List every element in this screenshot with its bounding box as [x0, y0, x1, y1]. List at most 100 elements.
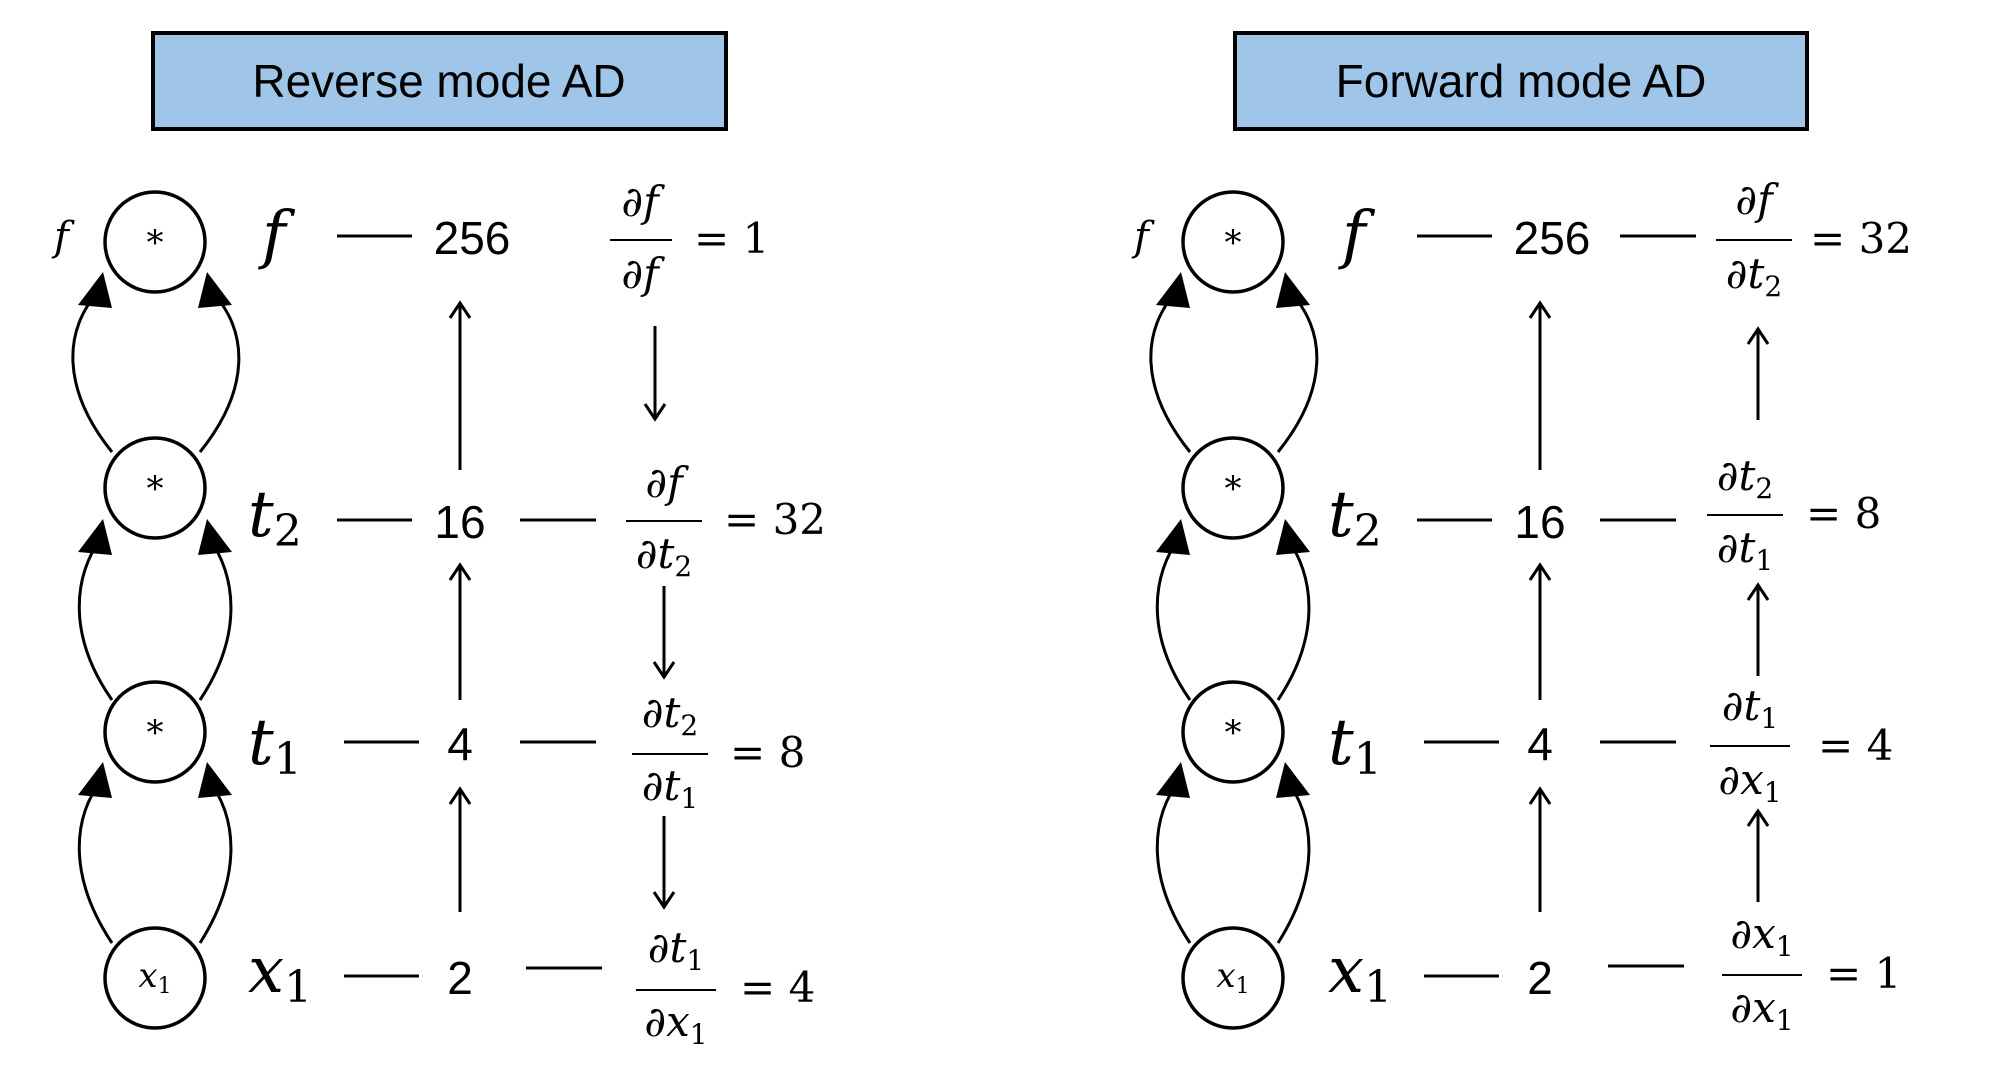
row-value-f: 256: [1514, 212, 1591, 264]
edge-t1-t2-right: [198, 534, 233, 701]
derivative-denominator: ∂t1: [642, 761, 698, 815]
row-value-x1: 2: [1527, 952, 1553, 1004]
forward-derivative-f: ∂f ∂t2 = 32: [1716, 175, 1912, 303]
arrowhead-icon: [198, 762, 232, 798]
derivative-result: = 1: [1826, 949, 1901, 998]
arrow-tip: [1528, 562, 1552, 581]
derivative-result: = 32: [724, 495, 826, 544]
derivative-result: = 4: [740, 963, 815, 1012]
arrowhead-icon: [1276, 519, 1310, 555]
derivative-denominator: ∂x1: [1718, 755, 1781, 809]
graph-node-var: x1: [138, 956, 171, 999]
derivative-numerator: ∂t2: [642, 688, 698, 742]
graph-node-x1: [103, 926, 207, 1030]
row-var-t1: t1: [1328, 706, 1382, 785]
arrowhead-icon: [1156, 762, 1190, 798]
reverse-mode-title-box: [151, 31, 728, 131]
edge-t2-f-left: [1149, 288, 1192, 453]
forward-mode-title: Forward mode AD: [1336, 55, 1707, 107]
graph-node-op: *: [147, 223, 164, 263]
derivative-result: = 8: [1806, 489, 1881, 538]
edge-t1-t2-left: [1155, 534, 1192, 701]
arrowhead-icon: [198, 272, 232, 308]
row-value-f: 256: [434, 212, 511, 264]
graph-output-label: f: [1131, 214, 1155, 260]
arrow-tip: [1528, 786, 1552, 805]
row-var-f: f: [258, 198, 296, 272]
derivative-numerator: ∂t2: [1717, 451, 1773, 505]
edge-t2-f-right: [198, 288, 241, 453]
forward-mode-title-box: [1233, 31, 1809, 131]
arrow-tip: [1746, 808, 1770, 827]
reverse-graph: f * * * x1: [51, 190, 241, 1030]
derivative-result: = 32: [1810, 214, 1912, 263]
graph-node-op: *: [1225, 713, 1242, 753]
derivative-numerator: ∂f: [621, 177, 665, 226]
forward-mode-panel: Forward mode AD f * * * x1 f: [1131, 31, 1912, 1037]
row-value-t1: 4: [447, 718, 473, 770]
reverse-derivative-f: ∂f ∂f = 1: [610, 177, 769, 298]
graph-output-label: f: [51, 214, 75, 260]
arrowhead-icon: [78, 762, 112, 798]
derivative-denominator: ∂f: [621, 249, 665, 298]
derivative-numerator: ∂t1: [1722, 681, 1778, 735]
derivative-numerator: ∂t1: [648, 923, 704, 977]
graph-node-t2: [103, 436, 207, 540]
edge-x1-t1-right: [198, 777, 233, 944]
edge-t2-f-left: [71, 288, 114, 453]
arrowhead-icon: [1276, 272, 1310, 308]
derivative-numerator: ∂f: [645, 458, 689, 507]
arrowhead-icon: [1156, 519, 1190, 555]
row-value-t2: 16: [434, 496, 485, 548]
row-var-f: f: [1338, 198, 1376, 272]
derivative-numerator: ∂f: [1735, 175, 1779, 224]
derivative-result: = 8: [730, 728, 805, 777]
edge-t1-t2-right: [1276, 534, 1311, 701]
arrow-tip: [448, 786, 472, 805]
arrow-tip: [643, 403, 667, 422]
row-var-x1: x1: [248, 934, 312, 1013]
forward-graph: f * * * x1: [1131, 190, 1319, 1030]
graph-node-x1: [1181, 926, 1285, 1030]
edge-x1-t1-left: [77, 777, 114, 944]
reverse-derivative-t1: ∂t2 ∂t1 = 8: [632, 688, 805, 815]
row-value-t1: 4: [1527, 718, 1553, 770]
arrowhead-icon: [198, 519, 232, 555]
reverse-mode-panel: Reverse mode AD f * * *: [51, 31, 826, 1051]
reverse-derivative-x1: ∂t1 ∂x1 = 4: [636, 923, 815, 1051]
graph-node-t1: [1181, 680, 1285, 784]
forward-derivative-t1: ∂t1 ∂x1 = 4: [1710, 681, 1893, 809]
arrowhead-icon: [1276, 762, 1310, 798]
arrow-tip: [1746, 582, 1770, 601]
arrow-tip: [448, 300, 472, 319]
reverse-mode-title: Reverse mode AD: [252, 55, 625, 107]
graph-node-f: [103, 190, 207, 294]
edge-t2-f-right: [1276, 288, 1319, 453]
arrow-tip: [652, 891, 676, 910]
graph-node-op: *: [1225, 469, 1242, 509]
arrowhead-icon: [78, 272, 112, 308]
reverse-derivative-t2: ∂f ∂t2 = 32: [626, 458, 826, 583]
graph-node-t1: [103, 680, 207, 784]
arrowhead-icon: [78, 519, 112, 555]
edge-t1-t2-left: [77, 534, 114, 701]
arrowhead-icon: [1156, 272, 1190, 308]
arrow-tip: [652, 661, 676, 680]
row-var-x1: x1: [1328, 934, 1392, 1013]
derivative-denominator: ∂t1: [1717, 523, 1773, 577]
edge-x1-t1-left: [1155, 777, 1192, 944]
row-var-t2: t2: [248, 478, 302, 557]
graph-node-f: [1181, 190, 1285, 294]
arrow-tip: [1528, 300, 1552, 319]
graph-node-op: *: [147, 469, 164, 509]
graph-node-op: *: [147, 713, 164, 753]
derivative-denominator: ∂t2: [1726, 249, 1782, 303]
forward-derivative-x1: ∂x1 ∂x1 = 1: [1722, 909, 1901, 1037]
row-value-t2: 16: [1514, 496, 1565, 548]
arrow-tip: [1746, 326, 1770, 345]
edge-x1-t1-right: [1276, 777, 1311, 944]
derivative-result: = 1: [694, 214, 769, 263]
row-var-t1: t1: [248, 706, 302, 785]
row-var-t2: t2: [1328, 478, 1382, 557]
